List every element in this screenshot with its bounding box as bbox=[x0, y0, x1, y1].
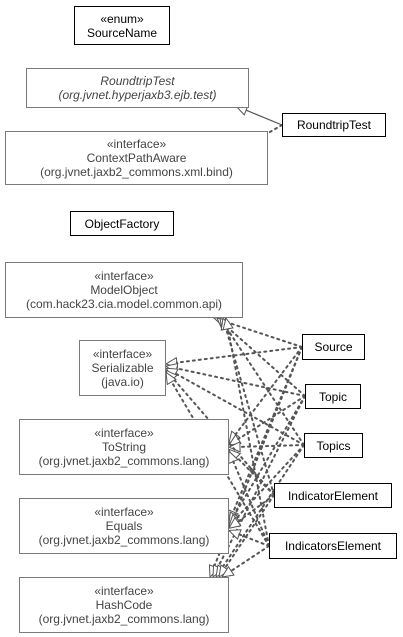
edge-indicator_element-hash_code bbox=[224, 494, 275, 569]
edge-topics-hash_code bbox=[221, 444, 305, 569]
interface-equals[interactable]: «interface» Equals (org.jvnet.jaxb2_comm… bbox=[19, 498, 229, 554]
edge-indicator_element-equals bbox=[236, 494, 275, 523]
class-object-factory[interactable]: ObjectFactory bbox=[70, 211, 174, 236]
hash-code-package: (org.jvnet.jaxb2_commons.lang) bbox=[38, 612, 210, 626]
edge-arrowhead bbox=[165, 371, 177, 386]
interface-to-string[interactable]: «interface» ToString (org.jvnet.jaxb2_co… bbox=[19, 419, 229, 475]
serializable-label: Serializable bbox=[91, 361, 154, 375]
indicators-element-label: IndicatorsElement bbox=[284, 539, 382, 553]
edge-topics-model_object bbox=[225, 326, 305, 446]
edge-source-to_string bbox=[234, 346, 303, 436]
serializable-package: (java.io) bbox=[101, 375, 144, 389]
interface-model-object[interactable]: «interface» ModelObject (com.hack23.cia.… bbox=[5, 262, 243, 318]
to-string-package: (org.jvnet.jaxb2_commons.lang) bbox=[38, 454, 210, 468]
equals-label: Equals bbox=[105, 519, 143, 533]
context-path-package: (org.jvnet.jaxb2_commons.xml.bind) bbox=[40, 165, 233, 179]
class-source-name[interactable]: «enum» SourceName bbox=[74, 6, 170, 45]
hash-code-stereotype: «interface» bbox=[94, 584, 154, 598]
edge-topic-model_object bbox=[224, 324, 306, 397]
edge-topic-serializable bbox=[175, 367, 306, 397]
edge-arrowhead bbox=[222, 316, 234, 331]
edge-source-serializable bbox=[175, 346, 303, 364]
to-string-stereotype: «interface» bbox=[94, 426, 154, 440]
edge-indicators_element-model_object bbox=[227, 327, 270, 547]
model-object-stereotype: «interface» bbox=[94, 269, 154, 283]
class-topic[interactable]: Topic bbox=[305, 384, 361, 409]
source-label: Source bbox=[314, 340, 353, 354]
edge-topics-serializable bbox=[174, 372, 305, 446]
class-indicator-element[interactable]: IndicatorElement bbox=[274, 483, 392, 508]
topics-label: Topics bbox=[316, 438, 351, 453]
model-object-package: (com.hack23.cia.model.common.api) bbox=[25, 297, 223, 311]
class-indicators-element[interactable]: IndicatorsElement bbox=[269, 533, 397, 559]
roundtrip-test-label: RoundtripTest bbox=[296, 118, 372, 132]
interface-context-path-aware[interactable]: «interface» ContextPathAware (org.jvnet.… bbox=[5, 131, 268, 185]
edge-indicators_element-equals bbox=[238, 533, 270, 547]
model-object-label: ModelObject bbox=[90, 283, 158, 297]
roundtrip-base-package: (org.jvnet.hyperjaxb3.ejb.test) bbox=[58, 88, 217, 102]
topic-label: Topic bbox=[318, 389, 347, 404]
object-factory-label: ObjectFactory bbox=[84, 216, 160, 231]
interface-serializable[interactable]: «interface» Serializable (java.io) bbox=[79, 340, 166, 396]
serializable-stereotype: «interface» bbox=[92, 347, 153, 361]
edge-arrowhead bbox=[220, 565, 235, 578]
context-path-stereotype: «interface» bbox=[106, 137, 167, 151]
source-name-stereotype: «enum» bbox=[100, 11, 144, 26]
indicator-element-label: IndicatorElement bbox=[287, 488, 379, 503]
to-string-label: ToString bbox=[101, 440, 147, 454]
edge-indicator_element-serializable bbox=[172, 377, 275, 496]
class-source[interactable]: Source bbox=[302, 334, 365, 360]
edge-topic-to_string bbox=[237, 395, 306, 441]
equals-stereotype: «interface» bbox=[94, 505, 154, 519]
edge-roundtrip_test-roundtrip_base bbox=[245, 109, 283, 126]
interface-hash-code[interactable]: «interface» HashCode (org.jvnet.jaxb2_co… bbox=[19, 577, 229, 633]
hash-code-label: HashCode bbox=[95, 598, 153, 612]
context-path-label: ContextPathAware bbox=[86, 151, 187, 165]
edge-indicators_element-hash_code bbox=[230, 545, 270, 572]
edge-source-model_object bbox=[223, 320, 303, 348]
class-topics[interactable]: Topics bbox=[304, 433, 363, 458]
equals-package: (org.jvnet.jaxb2_commons.lang) bbox=[38, 533, 210, 547]
class-roundtrip-test-base[interactable]: RoundtripTest (org.jvnet.hyperjaxb3.ejb.… bbox=[26, 68, 249, 108]
class-roundtrip-test[interactable]: RoundtripTest bbox=[282, 113, 386, 137]
roundtrip-base-label: RoundtripTest bbox=[100, 74, 175, 88]
source-name-label: SourceName bbox=[86, 25, 158, 40]
